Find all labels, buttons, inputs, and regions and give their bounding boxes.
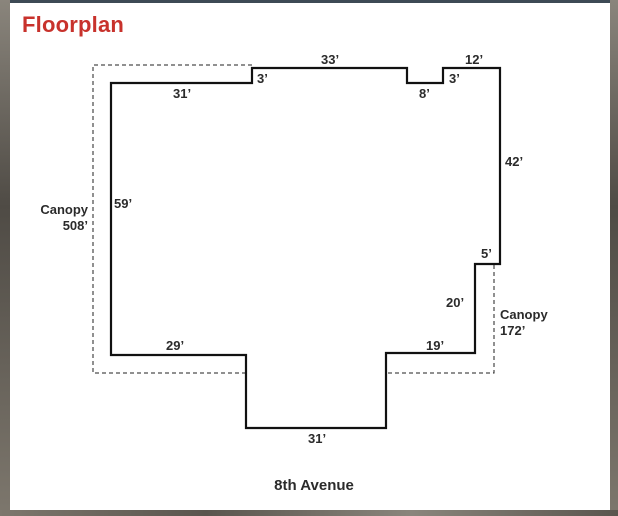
dimension-label-bottom-right: 19’	[426, 338, 444, 353]
canopy-right-area: 172’	[500, 323, 525, 338]
dimension-label-top-main: 33’	[321, 52, 339, 67]
background-photo-right-edge	[610, 0, 618, 516]
canopy-outline-left	[92, 64, 252, 374]
dimension-label-notch-step-right: 3’	[449, 71, 460, 86]
building-outline	[109, 66, 502, 430]
street-label: 8th Avenue	[274, 477, 354, 494]
dimension-label-right-step: 5’	[481, 246, 492, 261]
background-photo-bottom-edge	[0, 510, 618, 516]
canopy-left-name: Canopy	[40, 202, 88, 217]
dimension-label-right-lower: 20’	[446, 295, 464, 310]
canopy-right-name: Canopy	[500, 307, 548, 322]
dimension-label-left-side: 59’	[114, 196, 132, 211]
floorplan-card: Floorplan 33’ 12’ 3’ 31’ 8’ 3’ 42’ 5’ 59…	[10, 3, 610, 510]
dimension-label-top-right: 12’	[465, 52, 483, 67]
dimension-label-notch-bottom: 8’	[419, 86, 430, 101]
floorplan-title: Floorplan	[22, 12, 125, 37]
dimension-label-right-upper: 42’	[505, 154, 523, 169]
header-accent-line	[10, 0, 610, 3]
canopy-left-area: 508’	[63, 218, 88, 233]
canopy-outline-right	[386, 265, 495, 374]
floorplan-diagram: 33’ 12’ 3’ 31’ 8’ 3’ 42’ 5’ 59’ 20’ 29’ …	[40, 52, 548, 494]
dimension-label-bottom-left: 29’	[166, 338, 184, 353]
dimension-label-bottom-extension: 31’	[308, 431, 326, 446]
background-photo-left-edge	[0, 0, 10, 516]
dimension-label-left-top: 31’	[173, 86, 191, 101]
dimension-label-notch-step-left: 3’	[257, 71, 268, 86]
